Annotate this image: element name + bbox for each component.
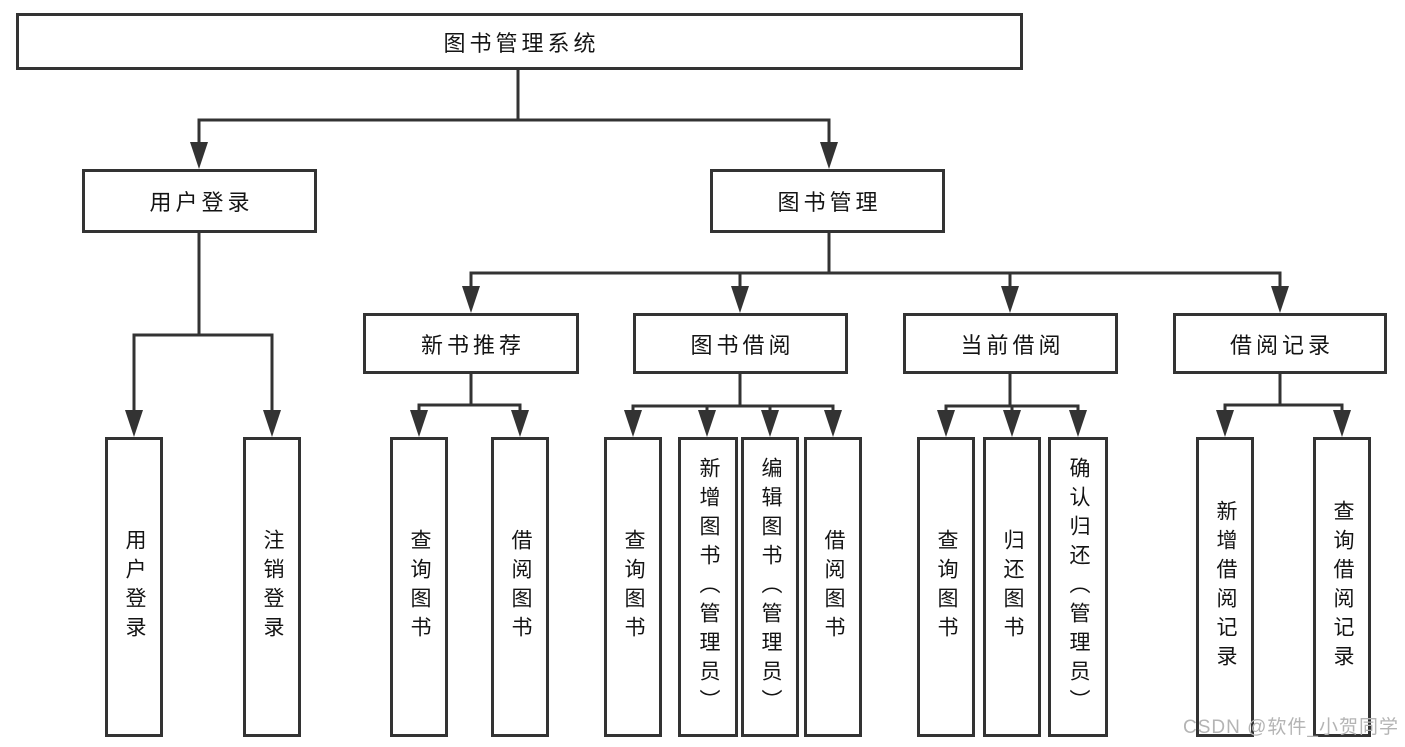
leaf-confirm-return-admin: 确认归还（管理员） <box>1048 437 1108 737</box>
leaf-add-borrow-record-label: 新增借阅记录 <box>1214 500 1237 674</box>
node-book-mgmt: 图书管理 <box>710 169 945 233</box>
leaf-add-book-admin: 新增图书（管理员） <box>678 437 738 737</box>
node-new-book-rec-label: 新书推荐 <box>420 332 525 358</box>
connector-user-login-to-leaves <box>125 233 281 437</box>
node-current-borrow-label: 当前借阅 <box>960 332 1065 358</box>
node-root-label: 图书管理系统 <box>443 30 600 56</box>
leaf-query-books-b: 查询图书 <box>604 437 662 737</box>
leaf-borrow-books-b: 借阅图书 <box>804 437 862 737</box>
node-new-book-rec: 新书推荐 <box>363 313 579 374</box>
leaf-return-book: 归还图书 <box>983 437 1041 737</box>
connector-book-mgmt-to-level3 <box>462 233 1289 313</box>
leaf-query-books-c-label: 查询图书 <box>935 529 958 645</box>
node-user-login: 用户登录 <box>82 169 317 233</box>
leaf-edit-book-admin: 编辑图书（管理员） <box>741 437 799 737</box>
node-book-borrow: 图书借阅 <box>633 313 848 374</box>
leaf-user-login: 用户登录 <box>105 437 163 737</box>
node-borrow-records: 借阅记录 <box>1173 313 1387 374</box>
connector-root-to-level2 <box>190 70 838 169</box>
node-user-login-label: 用户登录 <box>149 190 254 215</box>
leaf-query-borrow-record-label: 查询借阅记录 <box>1331 500 1354 674</box>
leaf-confirm-return-admin-label: 确认归还（管理员） <box>1067 456 1090 718</box>
connector-new-book-rec-to-leaves <box>410 374 529 437</box>
connector-borrow-records-to-leaves <box>1216 374 1351 437</box>
leaf-add-borrow-record: 新增借阅记录 <box>1196 437 1254 737</box>
connector-current-borrow-to-leaves <box>937 374 1087 437</box>
leaf-query-books-b-label: 查询图书 <box>622 529 645 645</box>
leaf-query-books-c: 查询图书 <box>917 437 975 737</box>
node-book-mgmt-label: 图书管理 <box>777 190 882 215</box>
leaf-borrow-books-a: 借阅图书 <box>491 437 549 737</box>
leaf-query-books-a-label: 查询图书 <box>408 529 431 645</box>
node-borrow-records-label: 借阅记录 <box>1229 332 1334 358</box>
node-root: 图书管理系统 <box>16 13 1023 70</box>
leaf-edit-book-admin-label: 编辑图书（管理员） <box>759 456 782 718</box>
connector-book-borrow-to-leaves <box>624 374 842 437</box>
csdn-watermark: CSDN @软件_小贺同学 <box>1183 717 1399 738</box>
leaf-user-login-label: 用户登录 <box>123 529 146 645</box>
leaf-logout: 注销登录 <box>243 437 301 737</box>
leaf-add-book-admin-label: 新增图书（管理员） <box>697 456 720 718</box>
leaf-query-borrow-record: 查询借阅记录 <box>1313 437 1371 737</box>
node-current-borrow: 当前借阅 <box>903 313 1118 374</box>
leaf-query-books-a: 查询图书 <box>390 437 448 737</box>
leaf-borrow-books-a-label: 借阅图书 <box>509 529 532 645</box>
node-book-borrow-label: 图书借阅 <box>690 332 795 358</box>
leaf-logout-label: 注销登录 <box>261 529 284 645</box>
leaf-borrow-books-b-label: 借阅图书 <box>822 529 845 645</box>
leaf-return-book-label: 归还图书 <box>1001 529 1024 645</box>
